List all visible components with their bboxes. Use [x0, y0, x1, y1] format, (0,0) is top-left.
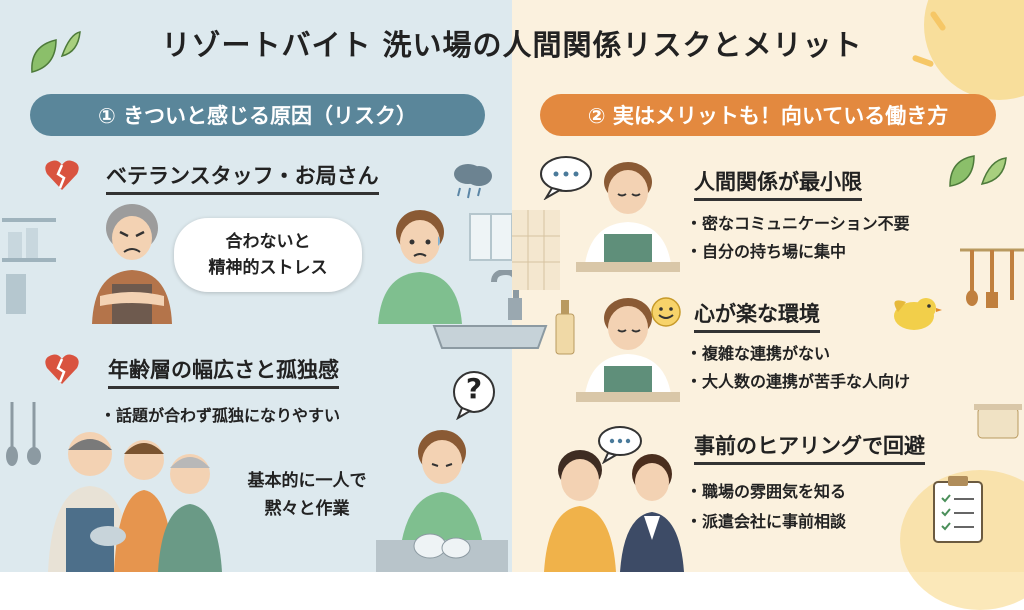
calm-worker-illustration [576, 298, 680, 402]
left-section-tab: ① きついと感じる原因（リスク） [30, 94, 485, 136]
soap-bottle-icon [555, 300, 575, 355]
right-bullet-2-1: ・複雑な連携がない [686, 344, 831, 363]
left-heading-1: ベテランスタッフ・お局さん [106, 160, 379, 195]
hanging-utensils-icon [960, 248, 1024, 308]
right-bullet-2-2: ・大人数の連携が苦手な人向け [686, 372, 911, 391]
left-heading-2: 年齢層の幅広さと孤独感 [108, 354, 339, 389]
broken-heart-icon [45, 354, 79, 384]
focused-worker-illustration [576, 162, 680, 272]
right-bullet-3-2: ・派遣会社に事前相談 [686, 512, 847, 531]
bird-icon [894, 298, 942, 330]
bubble-line-1: 合わないと [225, 232, 311, 252]
kitchen-shelf-icon [2, 218, 56, 314]
right-section-tab-label: ② 実はメリットも！向いている働き方 [587, 104, 949, 128]
broken-heart-icon [45, 160, 79, 190]
rain-cloud-icon [454, 164, 492, 199]
worried-worker-illustration [378, 210, 462, 324]
left-section-tab-label: ① きついと感じる原因（リスク） [97, 104, 418, 128]
veteran-staff-illustration [92, 204, 172, 324]
right-section-tab: ② 実はメリットも！向いている働き方 [540, 94, 996, 136]
lone-worker-illustration [376, 430, 508, 572]
right-bullet-1-1: ・密なコミュニケーション不要 [686, 214, 910, 233]
stress-speech-bubble: 合わないと 精神的ストレス [174, 218, 362, 292]
pot-icon [974, 404, 1022, 439]
right-heading-3: 事前のヒアリングで回避 [694, 430, 925, 465]
left-text-line-1: 基本的に一人で [247, 471, 367, 491]
left-text-line-2: 黙々と作業 [264, 499, 350, 519]
consultation-illustration [544, 450, 684, 572]
chat-bubble-icon [540, 156, 592, 200]
tile-wall-icon [512, 210, 560, 290]
left-bullet-1: ・話題が合わず孤独になりやすい [100, 406, 341, 425]
page-title: リゾートバイト 洗い場の人間関係リスクとメリット [161, 28, 863, 62]
checklist-icon [933, 476, 983, 543]
smile-icon [651, 297, 681, 327]
right-heading-1: 人間関係が最小限 [694, 166, 862, 201]
right-bullet-1-2: ・自分の持ち場に集中 [686, 242, 847, 261]
chat-bubble-icon [598, 426, 642, 464]
right-bullet-3-1: ・職場の雰囲気を知る [686, 482, 847, 501]
leaf-icon [31, 31, 81, 73]
sink-icon [432, 270, 548, 349]
older-workers-group-illustration [48, 432, 222, 572]
right-heading-2: 心が楽な環境 [694, 298, 820, 333]
bubble-line-2: 精神的ストレス [208, 258, 328, 278]
question-mark: ? [465, 372, 483, 405]
leaf-icon [949, 155, 1007, 187]
utensils-icon [6, 402, 41, 466]
window-icon [469, 213, 513, 261]
question-bubble-icon [453, 371, 495, 420]
